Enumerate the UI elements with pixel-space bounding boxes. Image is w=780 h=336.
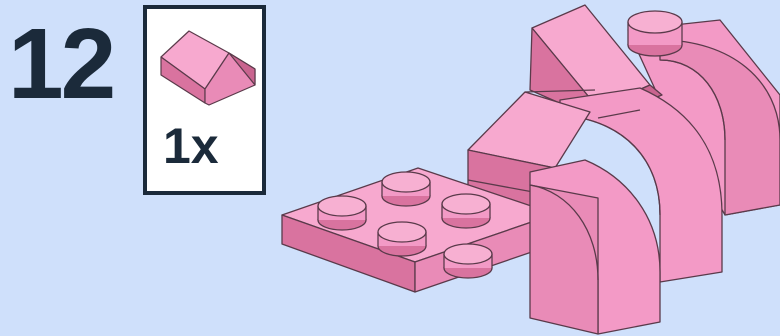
- pink-brick-assembly-illustration: [0, 0, 780, 336]
